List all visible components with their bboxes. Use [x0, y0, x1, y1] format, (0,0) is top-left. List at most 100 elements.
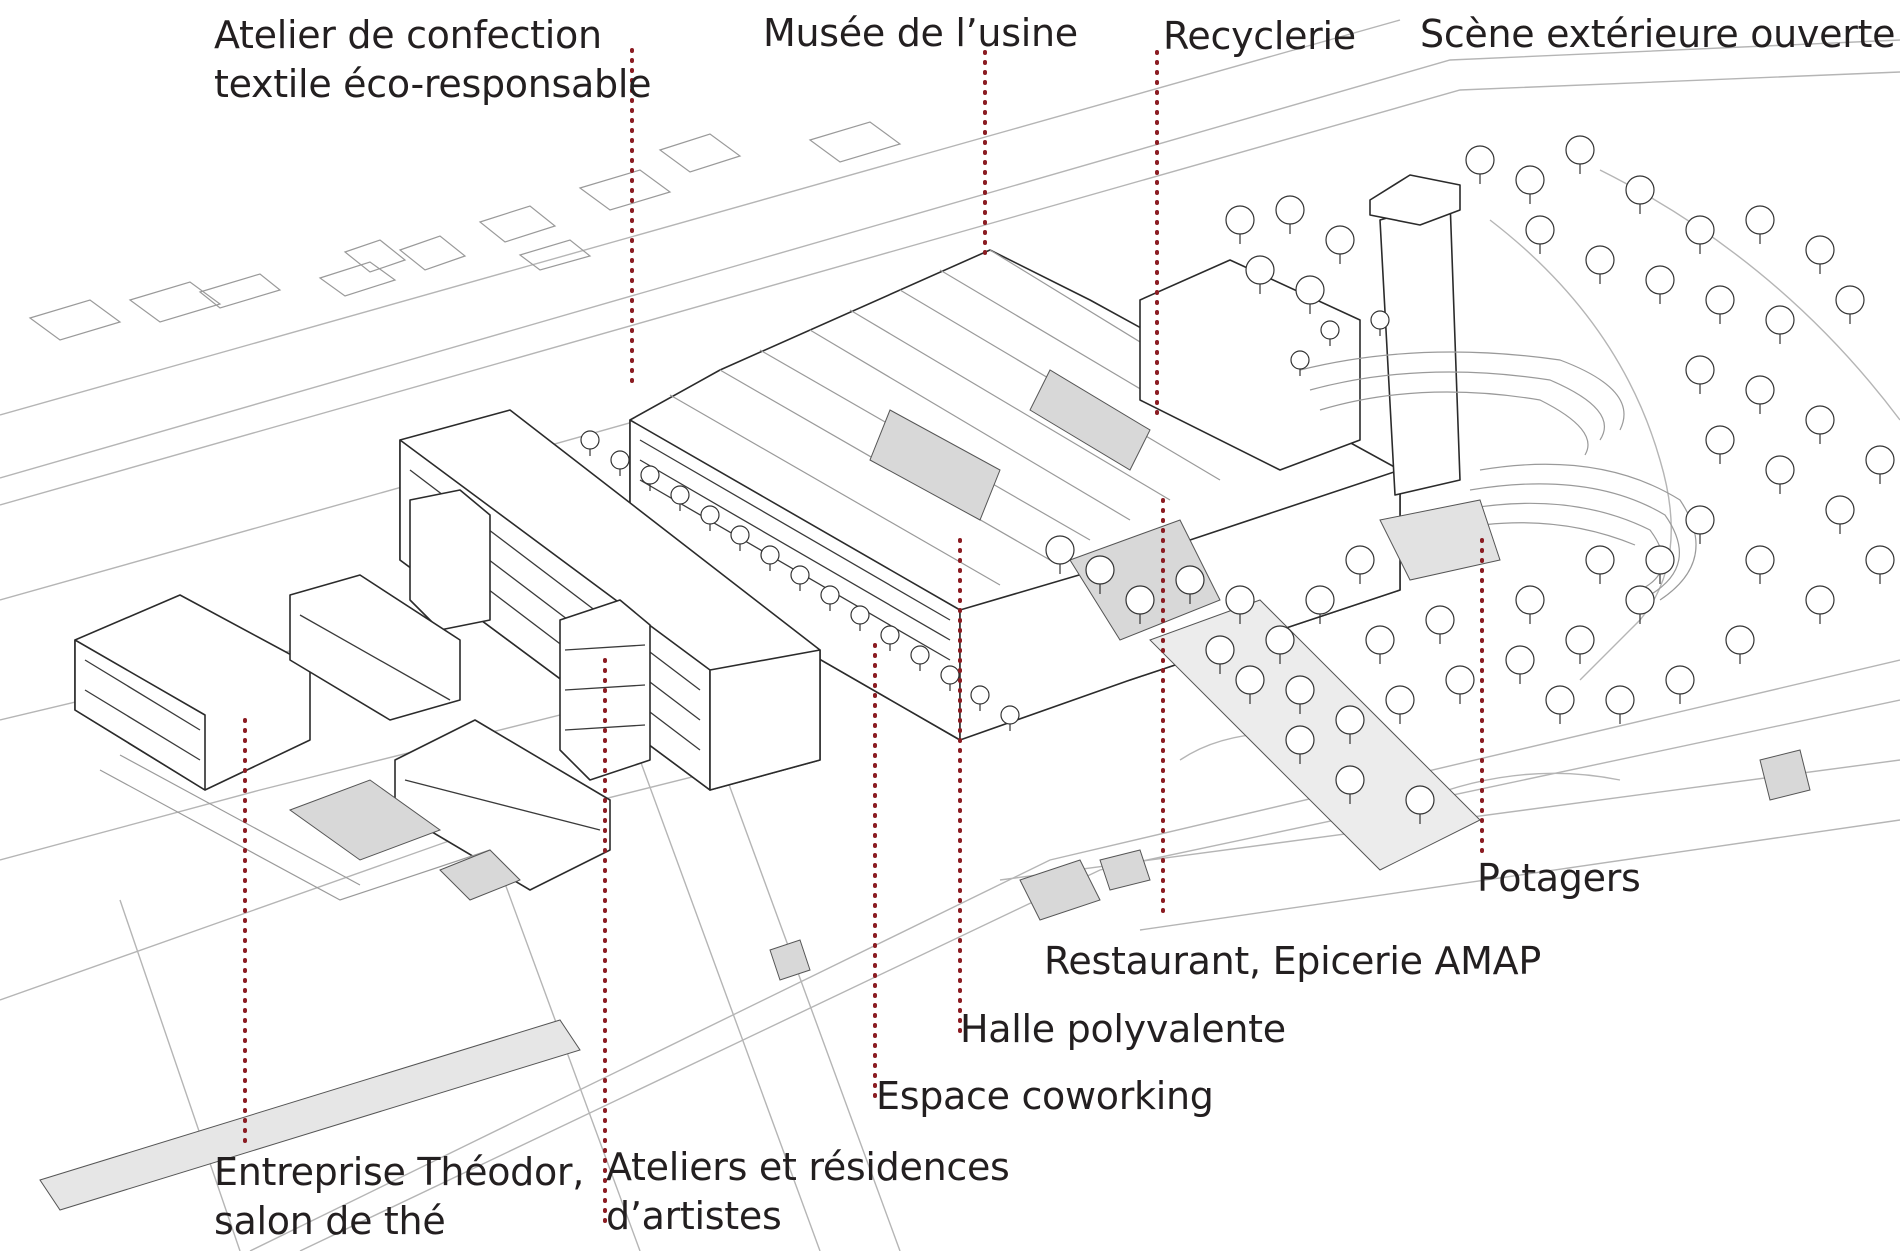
tree-icon [790, 565, 810, 585]
tree-icon [1275, 195, 1305, 225]
tree-icon [1325, 225, 1355, 255]
water-tower [1369, 174, 1461, 496]
tree-icon [1365, 625, 1395, 655]
tree-icon [1745, 375, 1775, 405]
tree-icon [940, 665, 960, 685]
tree-icon [1335, 765, 1365, 795]
artist-residences [409, 489, 651, 781]
trees [580, 135, 1895, 824]
tree-icon [1335, 705, 1365, 735]
tree-icon [1505, 645, 1535, 675]
tree-icon [1370, 310, 1390, 330]
tree-icon [1225, 585, 1255, 615]
tree-icon [1525, 215, 1555, 245]
label-ateliers-artistes-line1: Ateliers et résidences [606, 1145, 1010, 1189]
tree-icon [1285, 725, 1315, 755]
tree-icon [1265, 625, 1295, 655]
tree-icon [1305, 585, 1335, 615]
tree-icon [1045, 535, 1075, 565]
label-coworking: Espace coworking [876, 1072, 1214, 1121]
tree-icon [820, 585, 840, 605]
tree-icon [1605, 685, 1635, 715]
tree-icon [580, 430, 600, 450]
tree-icon [1235, 665, 1265, 695]
tree-icon [1585, 245, 1615, 275]
tree-icon [1685, 355, 1715, 385]
tree-icon [1000, 705, 1020, 725]
tree-icon [640, 465, 660, 485]
label-musee-text: Musée de l’usine [763, 11, 1078, 55]
label-musee: Musée de l’usine [763, 9, 1078, 58]
tree-icon [1175, 565, 1205, 595]
label-recyclerie-text: Recyclerie [1163, 14, 1356, 58]
label-entreprise-line2: salon de thé [214, 1199, 446, 1243]
tree-icon [1320, 320, 1340, 340]
tree-icon [760, 545, 780, 565]
label-coworking-text: Espace coworking [876, 1074, 1214, 1118]
tree-icon [1445, 665, 1475, 695]
tree-icon [1405, 785, 1435, 815]
tree-icon [1865, 545, 1895, 575]
label-atelier-confection: Atelier de confection textile éco-respon… [214, 11, 651, 109]
tree-icon [1745, 545, 1775, 575]
tree-icon [1705, 425, 1735, 455]
tree-icon [910, 645, 930, 665]
label-entreprise: Entreprise Théodor, salon de thé [214, 1148, 584, 1246]
tree-icon [1765, 305, 1795, 335]
tree-icon [1825, 495, 1855, 525]
tree-icon [1295, 275, 1325, 305]
tree-icon [970, 685, 990, 705]
forecourt [39, 499, 1811, 1211]
tree-icon [1345, 545, 1375, 575]
label-halle: Halle polyvalente [960, 1005, 1286, 1054]
tree-icon [1385, 685, 1415, 715]
tree-icon [1805, 585, 1835, 615]
tree-icon [1685, 215, 1715, 245]
leader-lines [243, 48, 1484, 1232]
tree-icon [700, 505, 720, 525]
tree-icon [1665, 665, 1695, 695]
tree-icon [1290, 350, 1310, 370]
tree-icon [1285, 675, 1315, 705]
label-scene-text: Scène extérieure ouverte [1420, 12, 1896, 56]
parking-plots [28, 121, 902, 341]
label-scene: Scène extérieure ouverte [1420, 10, 1896, 59]
tree-icon [1515, 585, 1545, 615]
label-restaurant-text: Restaurant, Epicerie AMAP [1044, 939, 1541, 983]
tree-icon [1125, 585, 1155, 615]
tree-icon [880, 625, 900, 645]
label-restaurant: Restaurant, Epicerie AMAP [1044, 937, 1541, 986]
tree-icon [1765, 455, 1795, 485]
tree-icon [1515, 165, 1545, 195]
tree-icon [1725, 625, 1755, 655]
tree-icon [1225, 205, 1255, 235]
label-atelier-confection-line2: textile éco-responsable [214, 62, 652, 106]
tree-icon [1805, 405, 1835, 435]
tree-icon [730, 525, 750, 545]
tree-icon [1565, 135, 1595, 165]
tree-icon [1805, 235, 1835, 265]
label-atelier-confection-line1: Atelier de confection [214, 13, 602, 57]
recyclerie-building [1139, 259, 1361, 471]
tree-icon [1425, 605, 1455, 635]
tree-icon [1245, 255, 1275, 285]
label-ateliers-artistes-line2: d’artistes [606, 1194, 782, 1238]
tree-icon [670, 485, 690, 505]
label-recyclerie: Recyclerie [1163, 12, 1356, 61]
label-entreprise-line1: Entreprise Théodor, [214, 1150, 585, 1194]
tree-icon [1625, 585, 1655, 615]
tree-icon [1645, 265, 1675, 295]
tree-icon [1205, 635, 1235, 665]
tree-icon [1685, 505, 1715, 535]
tree-icon [1865, 445, 1895, 475]
tree-icon [1465, 145, 1495, 175]
label-ateliers-artistes: Ateliers et résidences d’artistes [606, 1143, 1010, 1241]
label-halle-text: Halle polyvalente [960, 1007, 1286, 1051]
tree-icon [1745, 205, 1775, 235]
tree-icon [1835, 285, 1865, 315]
label-potagers: Potagers [1477, 854, 1641, 903]
theodor-company [74, 574, 611, 901]
tree-icon [1625, 175, 1655, 205]
